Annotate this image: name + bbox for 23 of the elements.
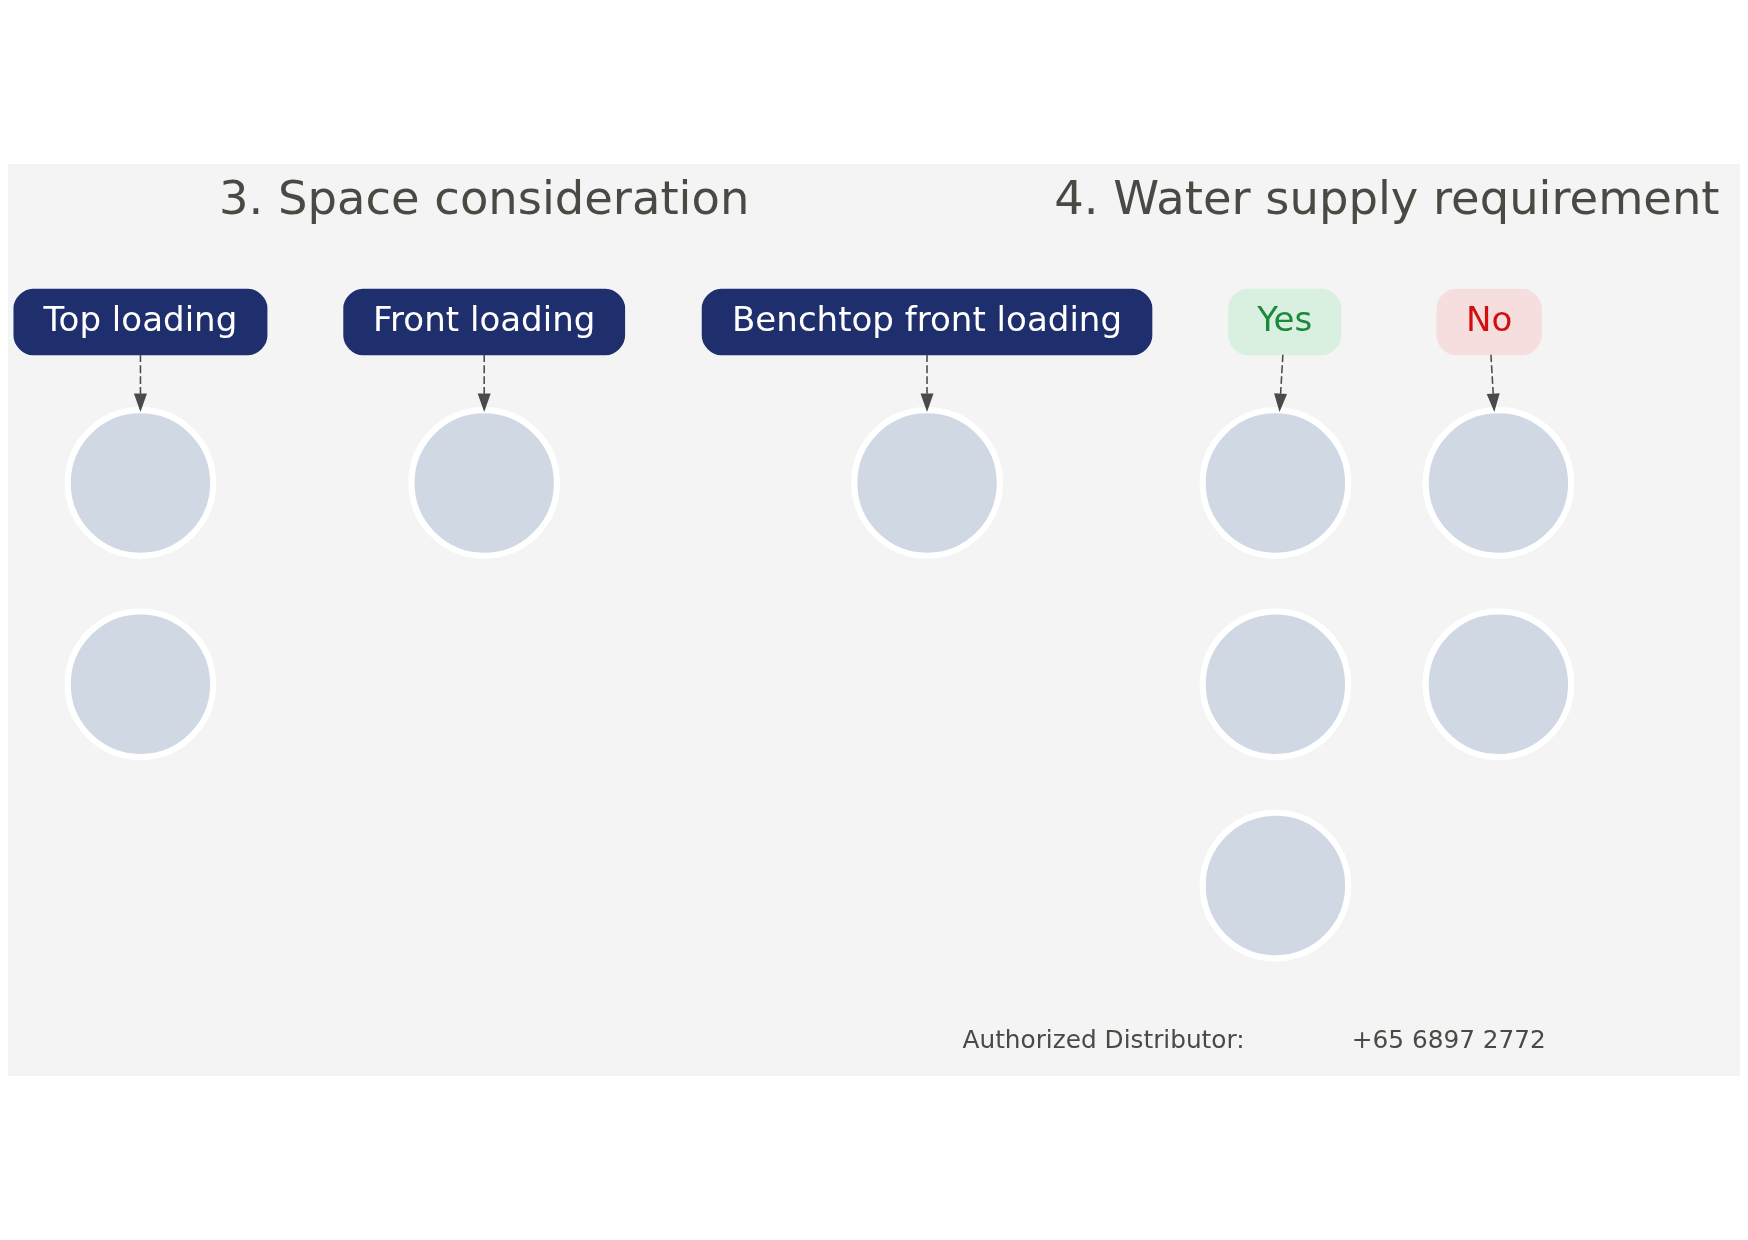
node-circle <box>1199 407 1352 559</box>
node-circle <box>1422 407 1575 559</box>
node-box: No <box>1436 288 1542 356</box>
arrow <box>477 353 491 413</box>
arrow <box>920 353 934 413</box>
node-circle <box>408 407 561 559</box>
label: 4. Water supply requirement <box>1054 170 1720 225</box>
node-circle <box>1199 809 1352 962</box>
label: +65 6897 2772 <box>1351 1024 1546 1054</box>
arrow <box>1274 353 1288 413</box>
arrow <box>133 353 147 413</box>
label: Authorized Distributor: <box>962 1024 1245 1054</box>
node-circle <box>851 407 1003 559</box>
arrow <box>1486 353 1500 413</box>
node-box: Benchtop front loading <box>701 288 1153 356</box>
node-circle <box>64 407 217 559</box>
node-circle <box>1422 608 1575 761</box>
node-box: Top loading <box>13 288 268 356</box>
label: 3. Space consideration <box>219 170 750 225</box>
node-circle <box>64 608 217 761</box>
node-circle <box>1199 608 1352 761</box>
node-box: Front loading <box>343 288 626 356</box>
node-box: Yes <box>1228 288 1342 356</box>
